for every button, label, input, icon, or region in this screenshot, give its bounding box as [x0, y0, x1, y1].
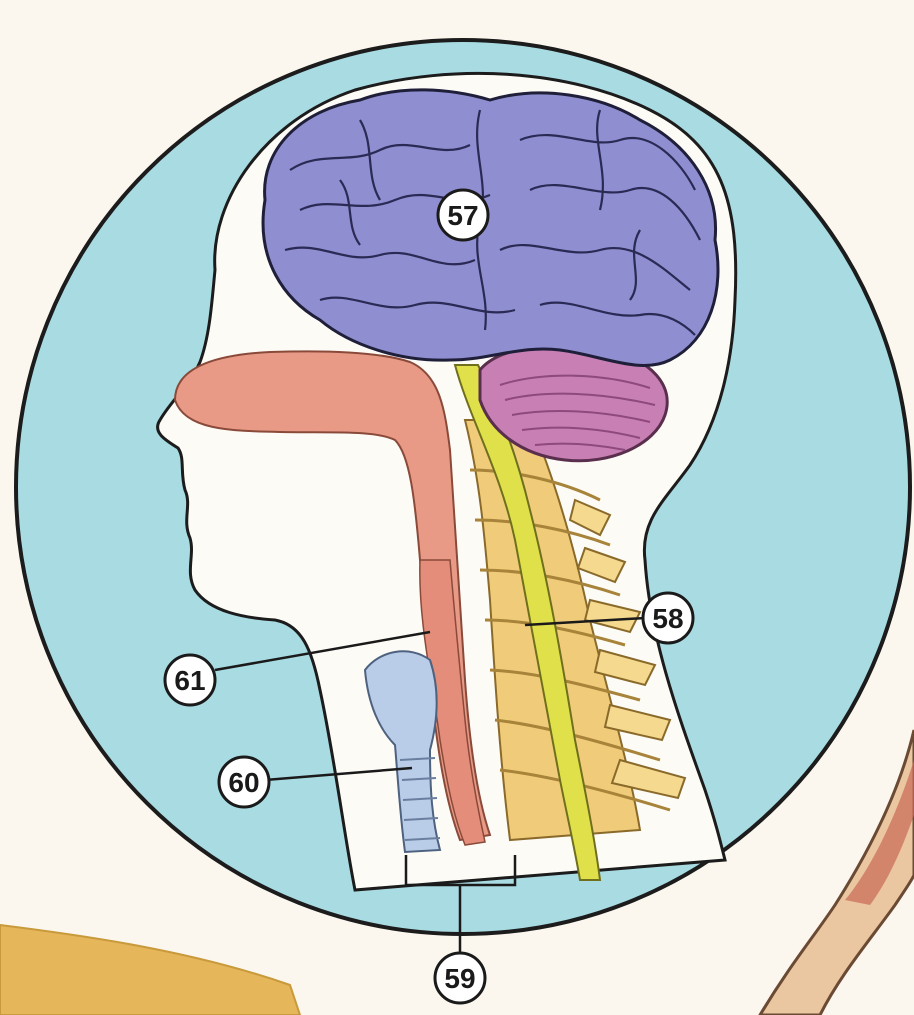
label-61: 61 [174, 665, 205, 696]
label-57: 57 [447, 200, 478, 231]
label-60: 60 [228, 767, 259, 798]
callout-58: 58 [643, 593, 693, 643]
label-58: 58 [652, 603, 683, 634]
label-59: 59 [444, 963, 475, 994]
callout-61: 61 [165, 655, 215, 705]
brain [263, 90, 718, 366]
callout-60: 60 [219, 757, 269, 807]
callout-59: 59 [435, 953, 485, 1003]
callout-57: 57 [438, 190, 488, 240]
